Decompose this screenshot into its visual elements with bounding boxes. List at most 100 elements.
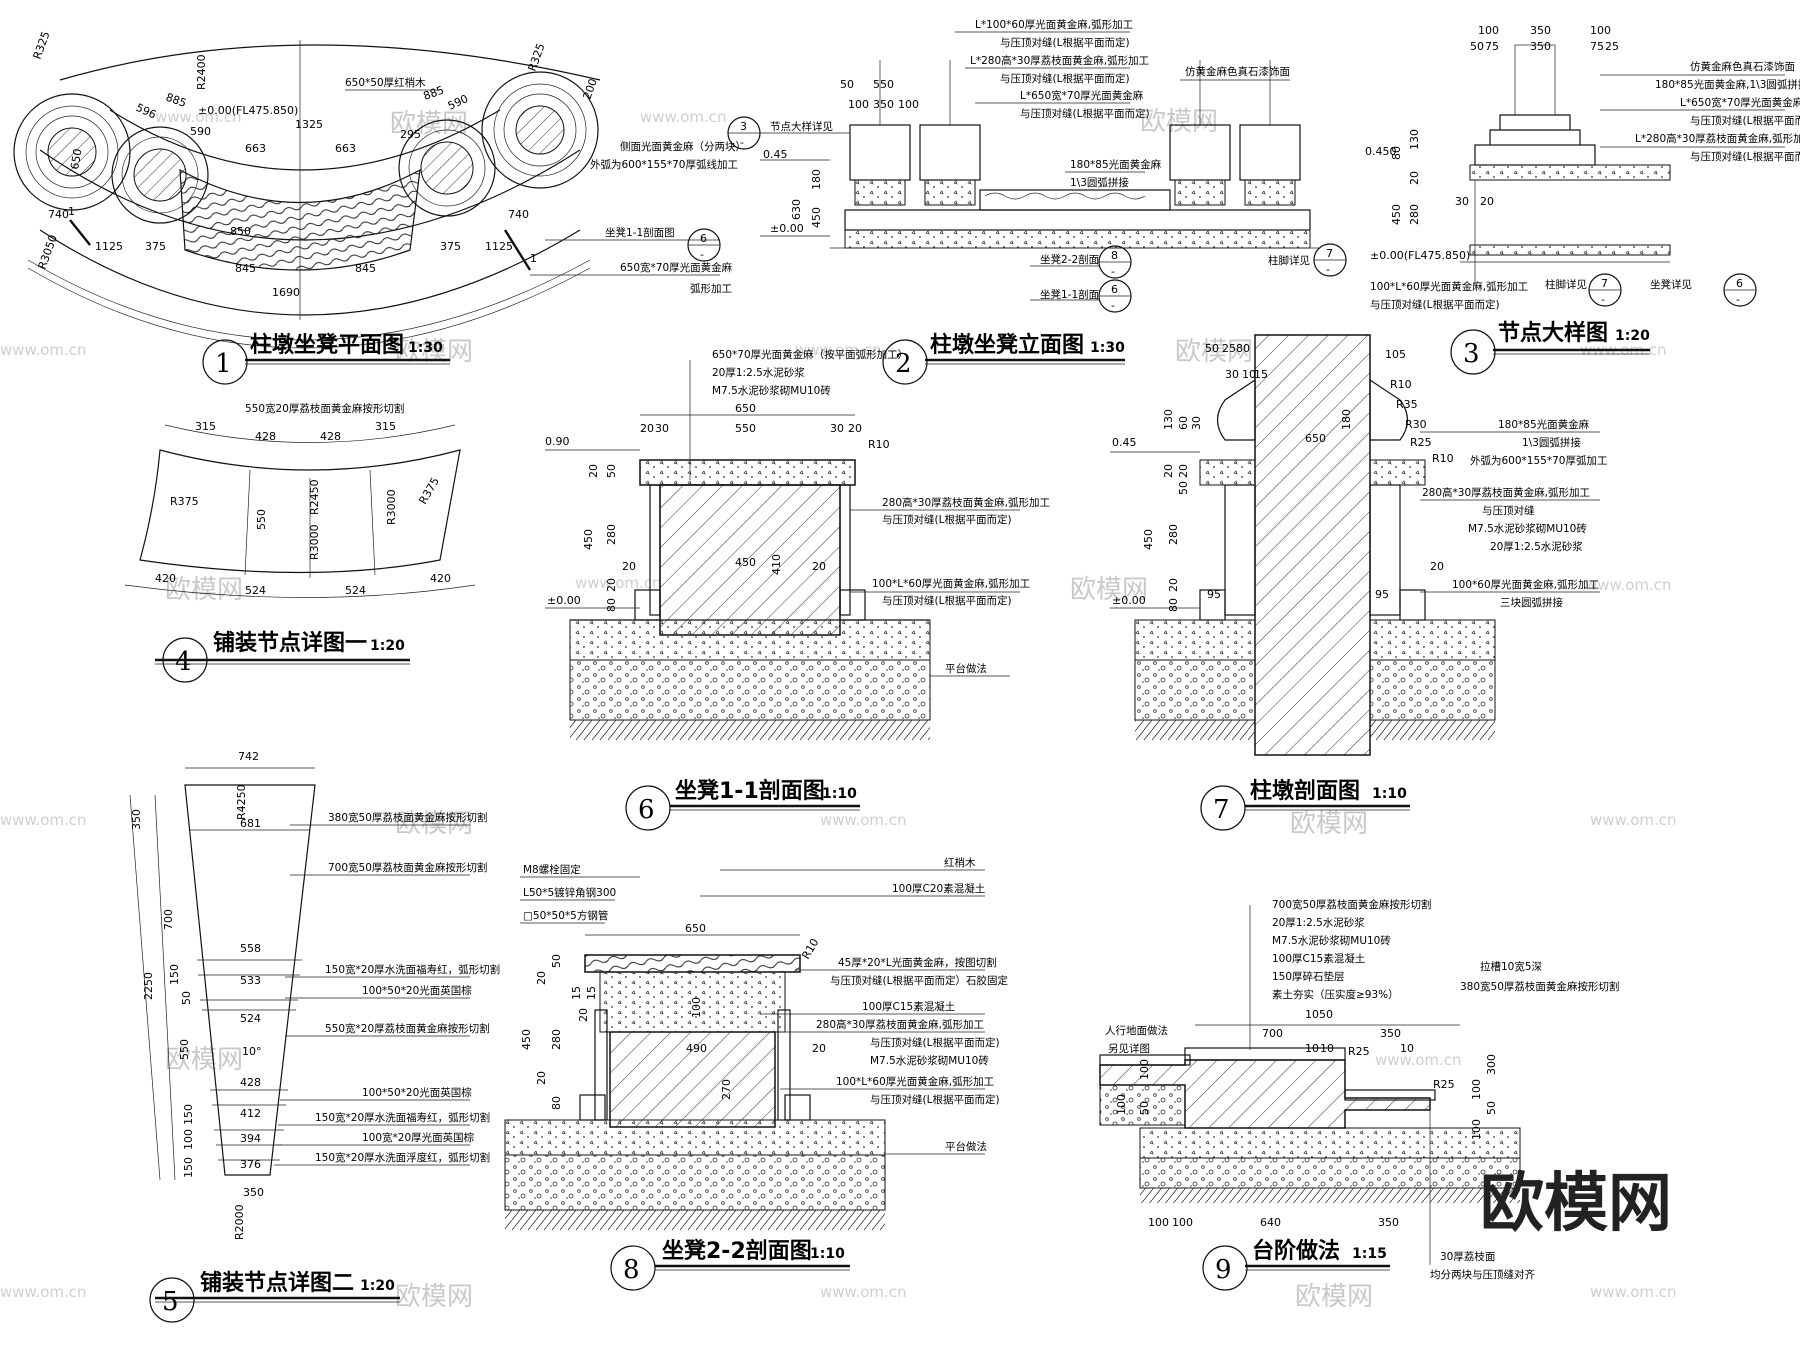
svg-text:30: 30 (655, 422, 669, 435)
watermarks: www.om.cn 欧模网 www.om.cn 欧模网 www.om.cn 欧模… (0, 107, 1677, 1312)
svg-text:坐凳2-2剖面: 坐凳2-2剖面 (1040, 253, 1099, 266)
svg-text:412: 412 (240, 1107, 261, 1120)
svg-text:75: 75 (1485, 40, 1499, 53)
svg-text:50: 50 (1485, 1101, 1498, 1115)
svg-text:100宽*20厚光面英国棕: 100宽*20厚光面英国棕 (362, 1131, 475, 1144)
svg-text:R10: R10 (1390, 378, 1412, 391)
svg-text:100: 100 (1470, 1119, 1483, 1140)
plan-view: R325 R2400 885 885 596 590 1325 663 663 … (13, 30, 746, 385)
svg-text:100*L*60厚光面黄金麻,弧形加工: 100*L*60厚光面黄金麻,弧形加工 (836, 1075, 994, 1088)
svg-text:420: 420 (155, 572, 176, 585)
svg-text:280: 280 (605, 524, 618, 545)
svg-text:与压顶对缝(L根据平面而定): 与压顶对缝(L根据平面而定) (1000, 72, 1130, 85)
svg-text:375: 375 (145, 240, 166, 253)
svg-text:1:10: 1:10 (822, 786, 857, 802)
svg-text:450: 450 (810, 207, 823, 228)
svg-text:-: - (740, 136, 744, 149)
svg-text:50: 50 (550, 954, 563, 968)
svg-text:20: 20 (1480, 195, 1494, 208)
svg-text:弧形加工: 弧形加工 (690, 282, 732, 295)
svg-text:±0.00: ±0.00 (1112, 594, 1146, 607)
svg-text:100厚C20素混凝土: 100厚C20素混凝土 (892, 882, 985, 895)
svg-text:15: 15 (1254, 368, 1268, 381)
svg-text:1:20: 1:20 (360, 1278, 395, 1294)
svg-text:侧面光面黄金麻（分两块）: 侧面光面黄金麻（分两块） (620, 140, 746, 153)
svg-text:845: 845 (235, 262, 256, 275)
svg-text:15: 15 (570, 986, 583, 1000)
svg-text:100: 100 (182, 1129, 195, 1150)
svg-text:R25: R25 (1410, 436, 1432, 449)
svg-text:3: 3 (1463, 339, 1480, 369)
svg-text:拉槽10宽5深: 拉槽10宽5深 (1480, 960, 1542, 973)
svg-text:10: 10 (1400, 1042, 1414, 1055)
svg-text:100*60厚光面黄金麻,弧形加工: 100*60厚光面黄金麻,弧形加工 (1452, 578, 1599, 591)
wm-brand: 欧模网 (395, 337, 473, 367)
wm-site: www.om.cn (0, 1283, 87, 1301)
view-title-1: 1 柱墩坐凳平面图 1:30 (202, 332, 450, 385)
svg-text:与压顶对缝(L根据平面而定): 与压顶对缝(L根据平面而定) (882, 513, 1012, 526)
svg-text:与压顶对缝(L根据平面而定）石胶固定: 与压顶对缝(L根据平面而定）石胶固定 (830, 974, 1008, 987)
svg-text:295: 295 (400, 128, 421, 141)
svg-text:700宽50厚荔枝面黄金麻按形切割: 700宽50厚荔枝面黄金麻按形切割 (1272, 898, 1431, 911)
svg-text:80: 80 (550, 1096, 563, 1110)
svg-text:100: 100 (1148, 1216, 1169, 1229)
svg-text:1125: 1125 (485, 240, 513, 253)
wm-site: www.om.cn (820, 811, 907, 829)
svg-text:350: 350 (1380, 1027, 1401, 1040)
svg-text:740: 740 (48, 208, 69, 221)
svg-text:另见详图: 另见详图 (1108, 1042, 1150, 1055)
detail-view: 100 350 100 50 75 350 75 25 0.450 80 130… (1365, 24, 1800, 375)
svg-text:20: 20 (1162, 464, 1175, 478)
paving2-labels: 380宽50厚荔枝面黄金麻按形切割 700宽50厚荔枝面黄金麻按形切割 150宽… (274, 811, 500, 1166)
svg-text:6: 6 (700, 232, 707, 245)
svg-text:100厚C15素混凝土: 100厚C15素混凝土 (862, 1000, 955, 1013)
svg-text:394: 394 (240, 1132, 261, 1145)
svg-text:45厚*20*L光面黄金麻，按图切割: 45厚*20*L光面黄金麻，按图切割 (838, 956, 997, 969)
svg-text:红梢木: 红梢木 (944, 856, 976, 869)
svg-text:650*70厚光面黄金麻（按平面弧形加工）: 650*70厚光面黄金麻（按平面弧形加工） (712, 348, 908, 361)
svg-text:0.45: 0.45 (1112, 436, 1137, 449)
svg-text:100*L*60厚光面黄金麻,弧形加工: 100*L*60厚光面黄金麻,弧形加工 (872, 577, 1030, 590)
svg-text:-: - (700, 248, 704, 261)
svg-text:20: 20 (577, 1008, 590, 1022)
svg-text:R35: R35 (1396, 398, 1418, 411)
svg-text:30: 30 (1190, 416, 1203, 430)
svg-text:与压顶对缝(L根据平面而定): 与压顶对缝(L根据平面而定) (1000, 36, 1130, 49)
svg-text:素土夯实（压实度≥93%）: 素土夯实（压实度≥93%） (1272, 988, 1399, 1001)
svg-text:315: 315 (375, 420, 396, 433)
svg-text:100*L*60厚光面黄金麻,弧形加工: 100*L*60厚光面黄金麻,弧形加工 (1370, 280, 1528, 293)
svg-text:20: 20 (622, 560, 636, 573)
svg-text:30: 30 (1225, 368, 1239, 381)
svg-text:50: 50 (605, 464, 618, 478)
svg-text:350: 350 (873, 98, 894, 111)
svg-text:0.450: 0.450 (1365, 145, 1397, 158)
svg-text:350: 350 (1530, 24, 1551, 37)
svg-text:180*85光面黄金麻,1\3圆弧拼接: 180*85光面黄金麻,1\3圆弧拼接 (1655, 78, 1800, 91)
svg-text:280高*30厚荔枝面黄金麻,弧形加工: 280高*30厚荔枝面黄金麻,弧形加工 (1422, 486, 1590, 499)
svg-text:20厚1:2.5水泥砂浆: 20厚1:2.5水泥砂浆 (1490, 540, 1583, 553)
svg-text:0.90: 0.90 (545, 435, 570, 448)
svg-text:R2000: R2000 (233, 1204, 246, 1240)
svg-text:420: 420 (430, 572, 451, 585)
svg-text:坐凳详见: 坐凳详见 (1650, 278, 1692, 291)
view-title-7: 7 柱墩剖面图 1:10 (1200, 778, 1410, 831)
svg-text:75: 75 (1590, 40, 1604, 53)
svg-text:与压顶对缝(L根据平面而定): 与压顶对缝(L根据平面而定) (882, 594, 1012, 607)
svg-text:100厚C15素混凝土: 100厚C15素混凝土 (1272, 952, 1365, 965)
svg-text:1325: 1325 (295, 118, 323, 131)
svg-text:20: 20 (848, 422, 862, 435)
steps-notes: 700宽50厚荔枝面黄金麻按形切割 20厚1:2.5水泥砂浆 M7.5水泥砂浆砌… (1105, 898, 1619, 1281)
svg-text:20: 20 (1430, 560, 1444, 573)
svg-text:180*85光面黄金麻: 180*85光面黄金麻 (1070, 158, 1162, 171)
svg-text:10°: 10° (242, 1045, 262, 1058)
svg-text:外弧为600*155*70厚弧线加工: 外弧为600*155*70厚弧线加工 (590, 158, 738, 171)
wm-site: www.om.cn (1590, 1283, 1677, 1301)
svg-text:1\3圆弧拼接: 1\3圆弧拼接 (1522, 436, 1581, 449)
svg-text:350: 350 (130, 809, 143, 830)
wm-site: www.om.cn (640, 108, 727, 126)
svg-text:663: 663 (335, 142, 356, 155)
wm-site: www.om.cn (820, 1283, 907, 1301)
svg-text:100: 100 (1172, 1216, 1193, 1229)
svg-text:550: 550 (178, 1039, 191, 1060)
svg-text:410: 410 (770, 554, 783, 575)
